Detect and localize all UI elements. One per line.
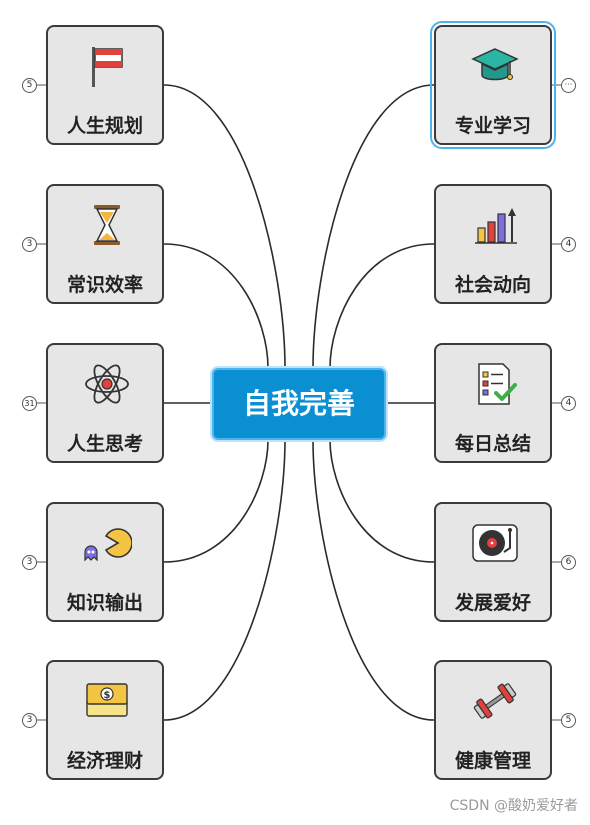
connector-line (163, 439, 269, 563)
topic-social-trends[interactable]: 社会动向 (434, 184, 552, 304)
topic-common-sense-efficiency[interactable]: 常识效率 (46, 184, 164, 304)
graduation-cap-icon (471, 48, 519, 81)
topic-health-management[interactable]: 健康管理 (434, 660, 552, 780)
topic-label: 常识效率 (66, 274, 143, 296)
topic-life-planning[interactable]: 人生规划 (46, 25, 164, 145)
child-count-badge[interactable]: 4 (561, 396, 576, 411)
topic-label: 人生规划 (66, 115, 143, 137)
child-count-badge[interactable]: 4 (561, 237, 576, 252)
child-count-badge[interactable]: 5 (561, 713, 576, 728)
dumbbell-icon (473, 683, 517, 719)
topic-hobby-development[interactable]: 发展爱好 (434, 502, 552, 622)
connector-line (312, 84, 435, 369)
connector-line (329, 243, 435, 369)
topic-label: 每日总结 (454, 433, 531, 455)
topic-knowledge-output[interactable]: 知识输出 (46, 502, 164, 622)
child-count-badge[interactable]: 3 (22, 555, 37, 570)
checklist-icon (478, 363, 517, 405)
child-count-badge[interactable]: 3 (22, 237, 37, 252)
topic-label: 经济理财 (66, 750, 143, 772)
topic-professional-study[interactable]: 专业学习 (430, 21, 556, 149)
connector-line (163, 439, 286, 721)
topic-personal-finance[interactable]: $ 经济理财 (46, 660, 164, 780)
child-count-badge[interactable]: 31 (22, 396, 37, 411)
topic-daily-summary[interactable]: 每日总结 (434, 343, 552, 463)
turntable-icon (472, 524, 518, 562)
bar-chart-icon (475, 208, 517, 244)
child-count-badge[interactable]: 3 (22, 713, 37, 728)
pacman-icon (84, 528, 132, 562)
svg-text:$: $ (104, 690, 111, 701)
connector-line (163, 84, 286, 369)
atom-icon (85, 364, 129, 404)
topic-label: 健康管理 (454, 750, 531, 772)
connector-line (163, 243, 269, 369)
watermark: CSDN @酸奶爱好者 (449, 798, 578, 814)
child-count-badge[interactable]: 5 (22, 78, 37, 93)
flag-icon (92, 47, 123, 87)
hourglass-icon (94, 205, 120, 245)
topic-label: 发展爱好 (454, 592, 531, 614)
connector-line (312, 439, 435, 721)
child-count-badge[interactable]: 6 (561, 555, 576, 570)
topic-label: 人生思考 (66, 433, 143, 455)
money-icon: $ (86, 683, 128, 717)
topic-label: 知识输出 (66, 592, 143, 614)
topic-label: 专业学习 (454, 115, 531, 137)
topic-life-reflection[interactable]: 人生思考 (46, 343, 164, 463)
topic-label: 社会动向 (454, 274, 531, 296)
central-topic[interactable]: 自我完善 (212, 368, 386, 440)
connector-line (329, 439, 435, 563)
collapse-toggle[interactable]: ··· (561, 78, 576, 93)
